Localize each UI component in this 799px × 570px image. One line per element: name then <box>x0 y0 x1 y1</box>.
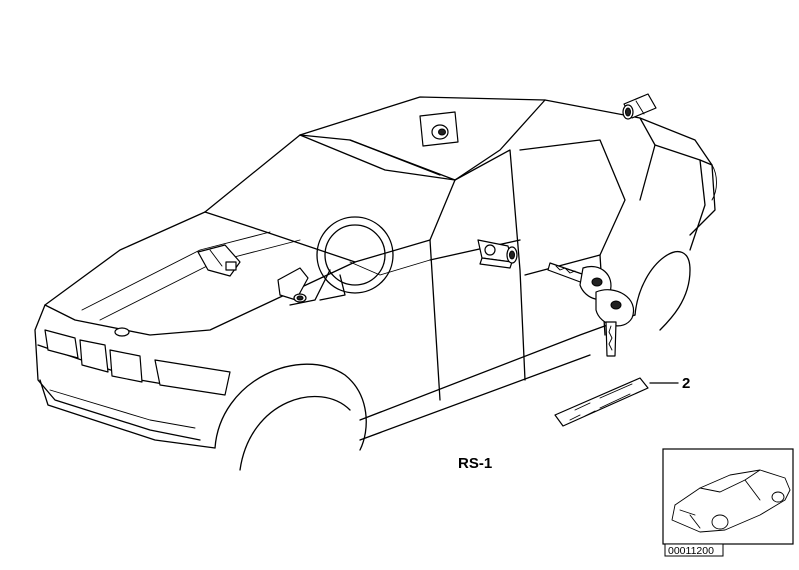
thumbnail-reference-number: 00011200 <box>668 545 714 557</box>
thumbnail-panel: 00011200 <box>662 448 794 557</box>
section-code-label: RS-1 <box>458 455 492 472</box>
callout-number-2: 2 <box>682 375 690 392</box>
car-body-outline <box>34 96 717 471</box>
door-lock-cylinder <box>477 239 518 269</box>
steering-wheel <box>289 216 394 306</box>
ignition-lock <box>277 267 309 303</box>
car-keys <box>547 262 635 357</box>
trunk-lock-cylinder <box>622 93 657 120</box>
key-tag <box>554 377 649 427</box>
thumbnail-car-illustration <box>671 469 791 533</box>
glovebox-lock <box>419 111 459 147</box>
hood-control-unit <box>197 244 241 277</box>
